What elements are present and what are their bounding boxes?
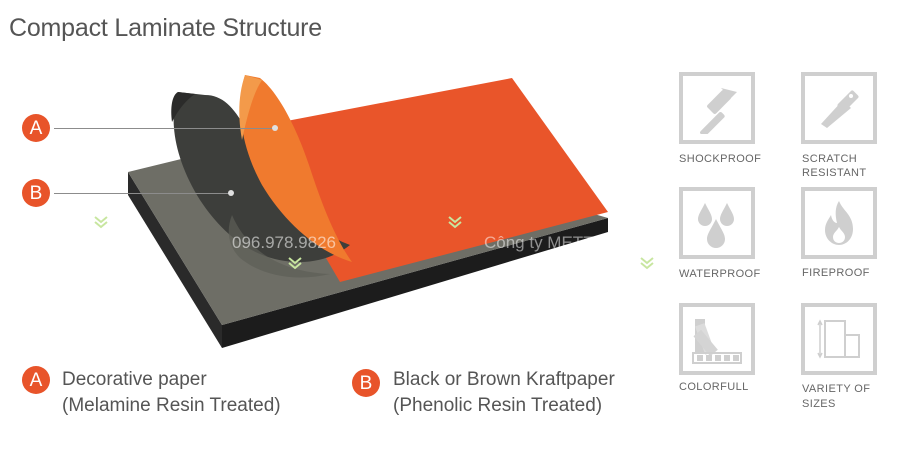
legend-a-line2: (Melamine Resin Treated) [62, 395, 281, 416]
colorfull-label: COLORFULL [679, 381, 749, 393]
color-swatch-icon [692, 319, 742, 364]
core-edge-left [128, 172, 222, 348]
scratch-label-line1: SCRATCH [802, 153, 858, 165]
legend-a-line1: Decorative paper [62, 369, 207, 390]
waterproof-feature [679, 187, 755, 259]
sizes-label-line1: VARIETY OF [802, 383, 871, 395]
fireproof-label: FIREPROOF [802, 267, 870, 279]
label-a-badge: A [22, 114, 50, 142]
label-a-leader [54, 128, 274, 129]
decorative-sheet-top [250, 78, 608, 282]
knife-icon [821, 90, 859, 128]
core-edge-front [222, 218, 608, 348]
legend-a-badge: A [22, 366, 50, 394]
waterproof-label: WATERPROOF [679, 268, 761, 280]
watermark-chevron-icon [288, 257, 302, 270]
flame-icon [825, 201, 853, 245]
label-b-anchor-dot [228, 190, 234, 196]
legend-b-line1: Black or Brown Kraftpaper [393, 369, 615, 390]
watermark-company: Công ty METT [484, 233, 594, 252]
label-b-badge: B [22, 179, 50, 207]
colorfull-feature [679, 303, 755, 375]
scratch-resistant-feature [801, 72, 877, 144]
variety-of-sizes-feature [801, 303, 877, 375]
shockproof-feature [679, 72, 755, 144]
sizes-label-line2: SIZES [802, 398, 836, 410]
watermark-chevron-icon [640, 257, 654, 270]
legend-b-line2: (Phenolic Resin Treated) [393, 395, 603, 416]
water-drops-icon [698, 203, 734, 248]
watermark-phone: 096.978.9826 [232, 233, 336, 252]
scratch-label-line2: RESISTANT [802, 167, 867, 179]
legend-b-badge: B [352, 369, 380, 397]
label-a-anchor-dot [272, 125, 278, 131]
kraft-layer-edge [171, 92, 195, 122]
decorative-sheet-peel [240, 75, 352, 262]
page-title: Compact Laminate Structure [9, 14, 323, 42]
peel-shadow [228, 215, 330, 278]
label-b-leader [54, 193, 230, 194]
sizes-icon [817, 319, 860, 359]
decorative-sheet-peel-shade [239, 75, 262, 140]
fireproof-feature [801, 187, 877, 259]
laminate-diagram [128, 75, 608, 348]
watermark-chevron-icon [94, 216, 108, 229]
shockproof-label: SHOCKPROOF [679, 153, 762, 165]
hammer-icon [700, 88, 737, 134]
watermark-chevron-icon [448, 216, 462, 229]
